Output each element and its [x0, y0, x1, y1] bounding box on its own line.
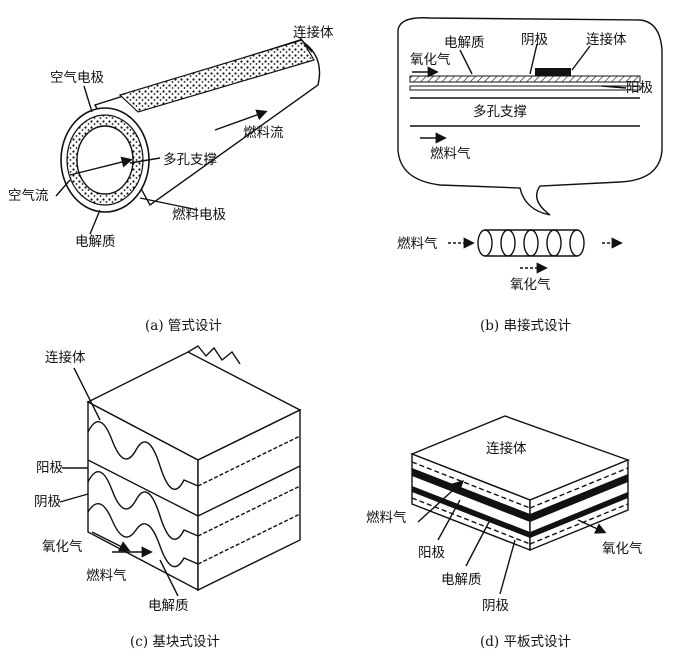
- label-b-interconnect: 连接体: [586, 31, 627, 48]
- label-c-electrolyte: 电解质: [148, 598, 189, 614]
- label-c-cathode: 阴极: [34, 494, 61, 510]
- label-b-cathode: 阴极: [521, 32, 549, 48]
- label-b-electrolyte: 电解质: [444, 35, 485, 51]
- caption-b: (b) 串接式设计: [480, 317, 571, 334]
- segmented-tube-coil: [477, 229, 585, 257]
- label-d-fuel-gas: 燃料气: [366, 509, 407, 526]
- c-wave-2: [87, 471, 199, 540]
- strip-interconnect: [535, 68, 571, 76]
- caption-a: (a) 管式设计: [145, 318, 222, 334]
- panel-c-monolithic: 连接体 阳极 阴极 氧化气 燃料气 电解质 (c) 基块式设计: [34, 345, 302, 650]
- label-b-fuel-gas-outer: 燃料气: [397, 235, 438, 252]
- tube-porous-support: [76, 125, 134, 195]
- label-b-oxidant-bottom: 氧化气: [510, 277, 551, 293]
- c-wave-1: [87, 421, 199, 490]
- label-c-fuel-gas: 燃料气: [86, 567, 127, 584]
- label-d-electrolyte: 电解质: [441, 572, 482, 588]
- fuel-flow-arrow: [214, 109, 268, 131]
- caption-c: (c) 基块式设计: [130, 633, 220, 650]
- tube-interconnect-strip: [118, 39, 315, 113]
- label-d-interconnect: 连接体: [486, 440, 527, 457]
- panel-b-segmented: 电解质 阴极 连接体 氧化气 阳极 多孔支撑 燃料气 燃料气 氧化气 (b) 串…: [397, 17, 663, 334]
- label-a-porous-support: 多孔支撑: [163, 151, 217, 168]
- callout-balloon: [397, 17, 663, 216]
- label-c-oxidant: 氧化气: [42, 539, 83, 555]
- d-layer-dark-2: [412, 486, 530, 538]
- label-a-fuel-electrode: 燃料电极: [172, 206, 226, 223]
- label-b-oxidant-top: 氧化气: [410, 52, 451, 68]
- label-b-anode: 阳极: [626, 80, 654, 96]
- air-flow-arrow: [69, 156, 133, 176]
- strip-electrolyte: [409, 75, 641, 83]
- label-d-oxidant: 氧化气: [602, 541, 643, 557]
- label-d-cathode: 阴极: [482, 598, 509, 614]
- label-a-interconnect: 连接体: [293, 24, 334, 41]
- label-b-porous-support: 多孔支撑: [473, 103, 527, 120]
- panel-d-planar: 连接体 燃料气 阳极 电解质 氧化气 阴极 (d) 平板式设计: [366, 415, 643, 650]
- label-c-interconnect: 连接体: [45, 349, 86, 366]
- caption-d: (d) 平板式设计: [480, 634, 571, 650]
- label-b-fuel-gas-inner: 燃料气: [430, 145, 471, 162]
- label-a-air-electrode: 空气电极: [50, 70, 104, 86]
- label-d-anode: 阳极: [418, 545, 445, 561]
- label-c-anode: 阳极: [36, 460, 63, 476]
- strip-anode: [409, 85, 641, 91]
- d-layer-dark-1: [412, 468, 530, 522]
- c-wave-3: [87, 503, 199, 568]
- label-a-air-flow: 空气流: [8, 188, 49, 204]
- label-a-fuel-flow: 燃料流: [243, 124, 284, 141]
- c-side-wall: [197, 408, 301, 592]
- panel-a-tubular: 连接体 空气电极 燃料流 多孔支撑 空气流 燃料电极 电解质 (a) 管式设计: [8, 24, 334, 334]
- label-a-electrolyte: 电解质: [75, 234, 116, 250]
